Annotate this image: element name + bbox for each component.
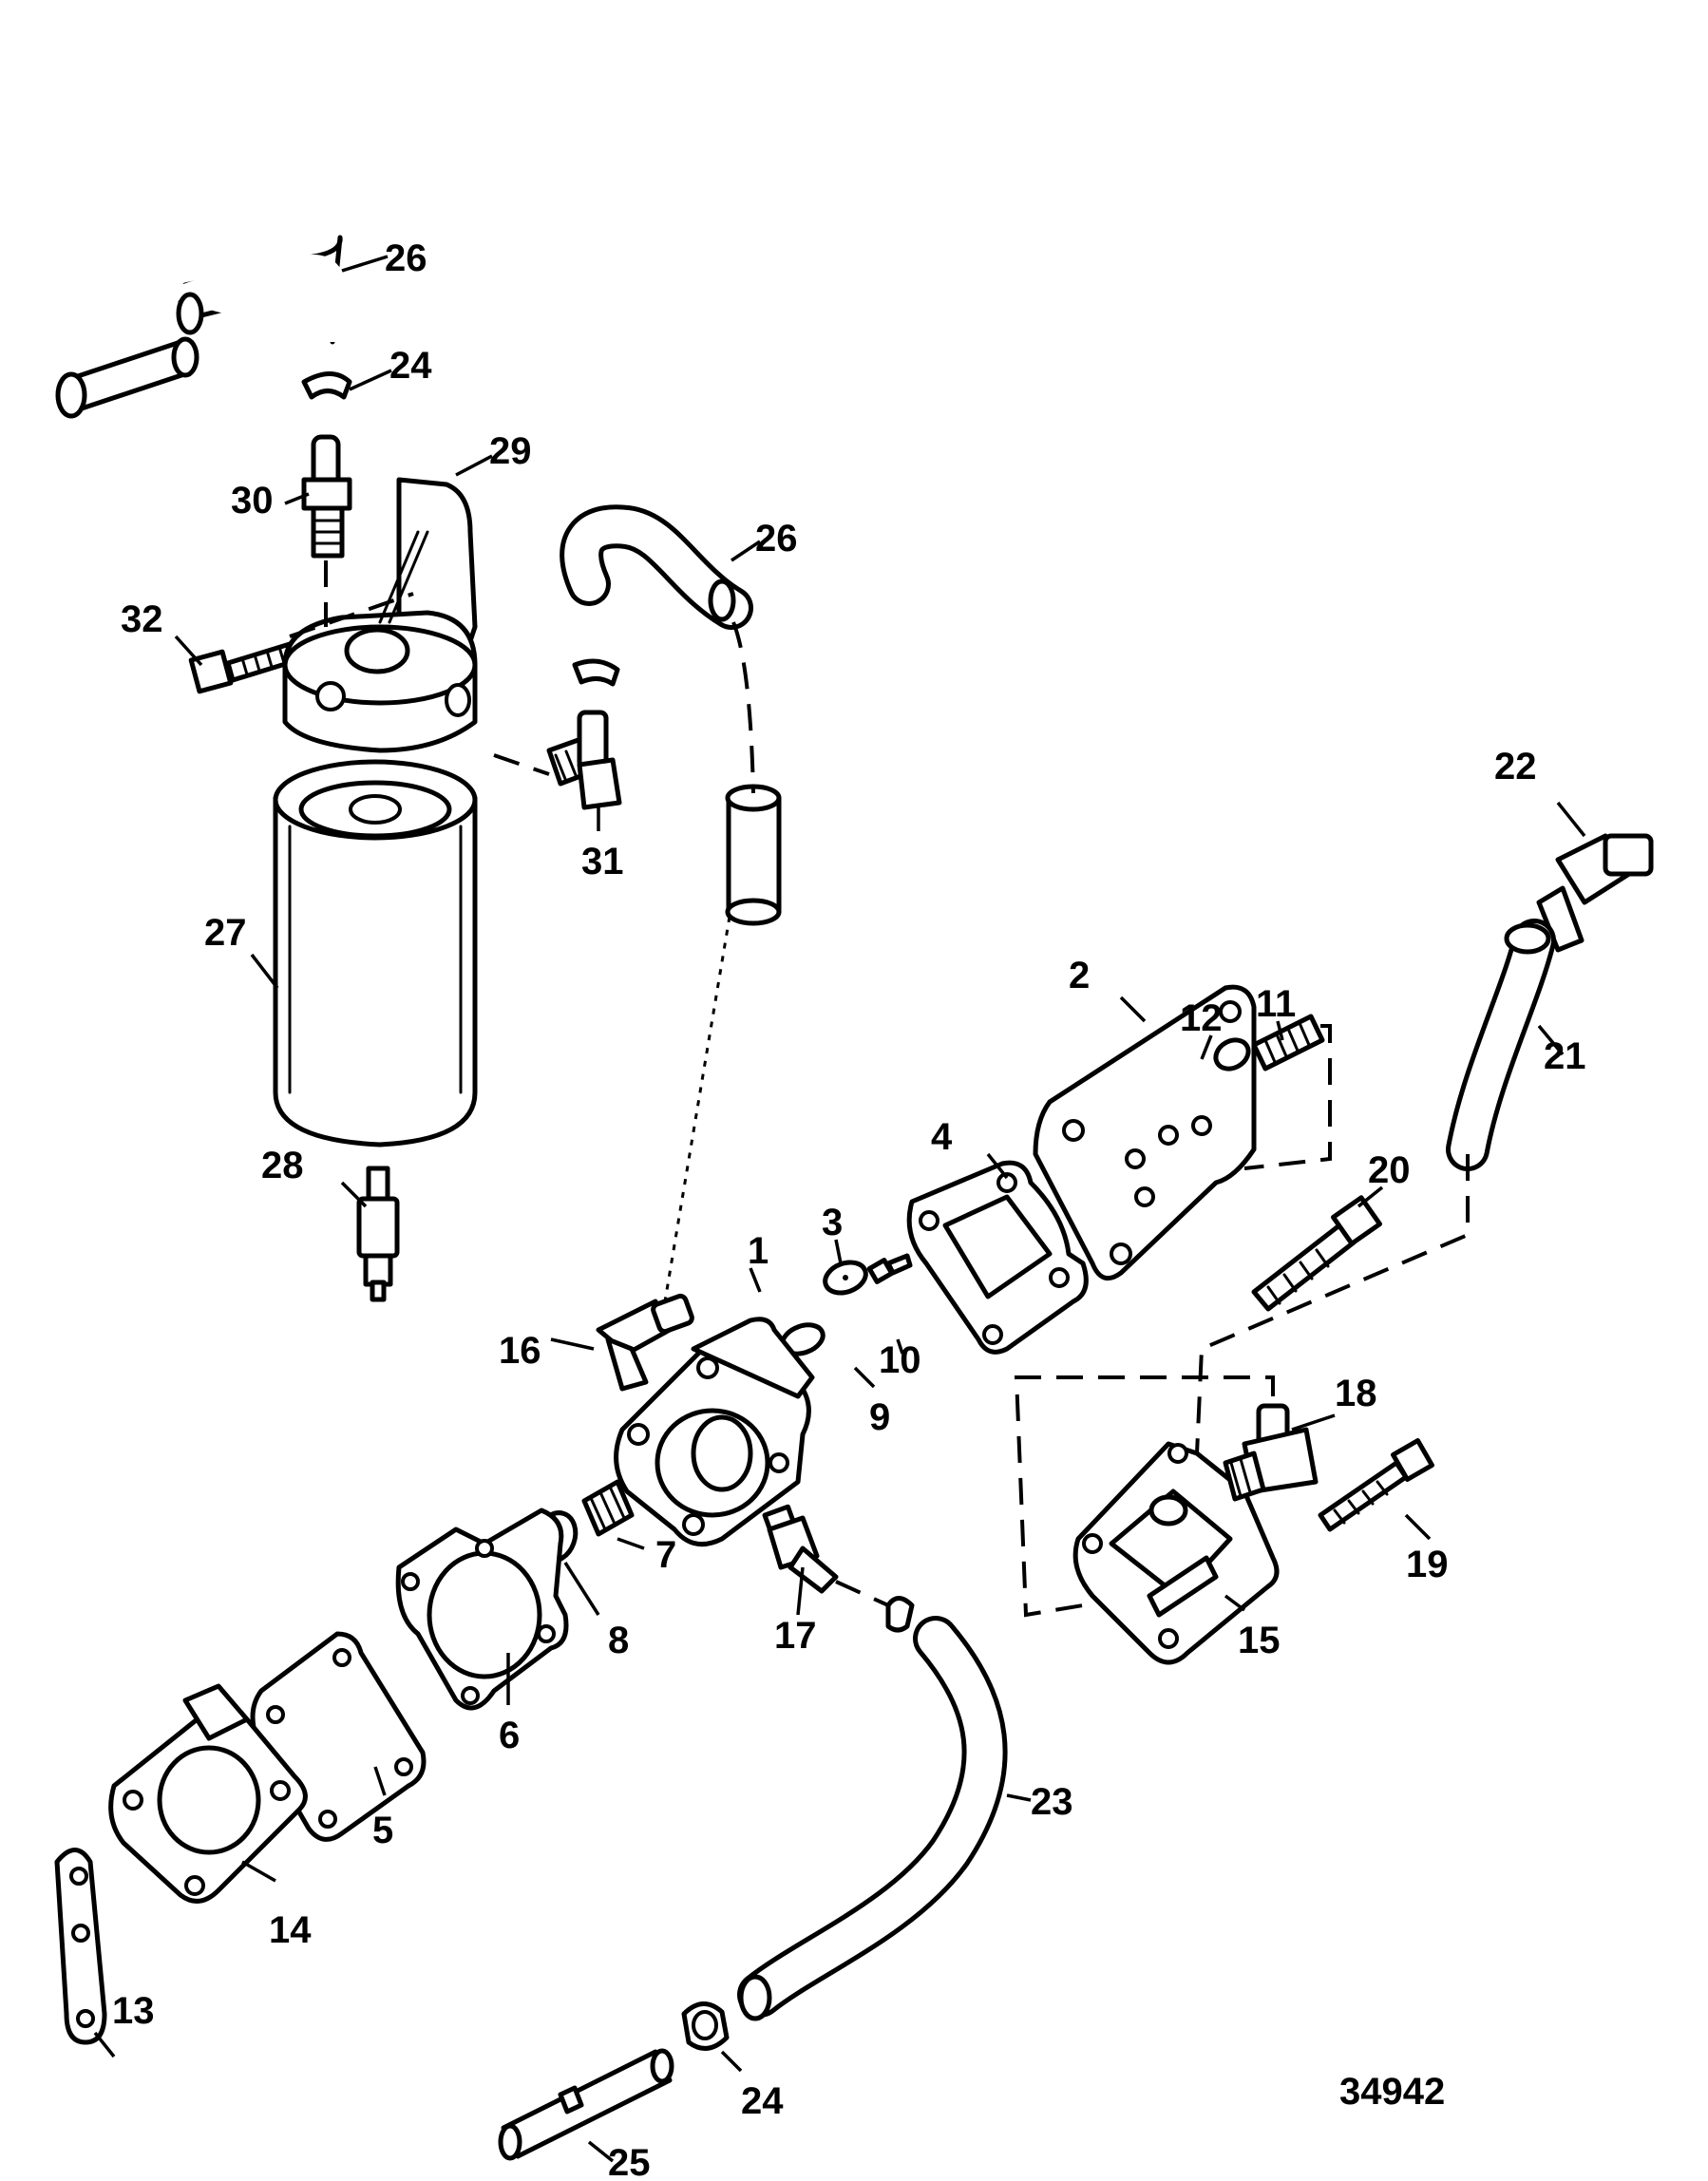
callout-18: 18: [1335, 1373, 1377, 1414]
pump-body-1: [614, 1317, 815, 1547]
callout-21: 21: [1544, 1035, 1586, 1077]
callout-11: 11: [1256, 983, 1296, 1025]
screw-10: [866, 1253, 913, 1284]
callout-28: 28: [261, 1145, 304, 1186]
callout-5: 5: [372, 1810, 393, 1851]
hose-21: [1446, 919, 1556, 1171]
callout-29: 29: [489, 430, 532, 472]
clamp-small: [885, 1596, 915, 1633]
leader-lines: [93, 255, 1586, 2163]
callout-12: 12: [1180, 997, 1223, 1039]
callout-labels: 26 24 29 30 32 31 27 28 26 22 21 2 12 11…: [112, 237, 1586, 2181]
callout-7: 7: [655, 1534, 676, 1576]
callout-2: 2: [1069, 955, 1090, 996]
callout-10: 10: [879, 1339, 921, 1381]
screw-19: [1318, 1438, 1434, 1532]
hose-26-middle: [560, 504, 753, 687]
gasket-4: [906, 1160, 1089, 1355]
washer-3: [823, 1260, 868, 1296]
callout-27: 27: [204, 912, 247, 954]
callout-3: 3: [822, 1202, 843, 1243]
gasket-13: [54, 1848, 107, 2045]
callout-16: 16: [499, 1330, 541, 1372]
callout-31: 31: [581, 841, 624, 882]
callout-9: 9: [869, 1396, 890, 1438]
fuel-filter-27: [273, 759, 478, 1147]
callout-8: 8: [608, 1620, 629, 1661]
gasket-2: [1033, 984, 1257, 1281]
callout-14: 14: [269, 1909, 312, 1951]
elbow-fitting-16: [596, 1293, 694, 1392]
hose-26-top: [55, 235, 350, 419]
assembly-guide-lines: [289, 560, 1470, 1618]
gasket-6: [395, 1508, 569, 1711]
callout-13: 13: [112, 1990, 155, 2032]
callout-30: 30: [231, 480, 274, 522]
clamp-24-top: [301, 371, 352, 400]
elbow-fitting-18: [1223, 1403, 1319, 1502]
elbow-fitting-31: [546, 710, 622, 810]
bolt-32: [188, 641, 297, 694]
callout-22: 22: [1494, 746, 1537, 787]
elbow-fitting-22: [1536, 833, 1654, 953]
callout-15: 15: [1238, 1620, 1281, 1661]
callout-17: 17: [774, 1615, 817, 1657]
callout-26a: 26: [385, 237, 427, 279]
callout-32: 32: [121, 598, 163, 640]
fitting-30: [301, 434, 352, 559]
fitting-17: [762, 1504, 839, 1594]
hose-segment: [725, 784, 782, 926]
pump-cover-15: [1072, 1441, 1280, 1665]
callout-24a: 24: [389, 345, 432, 387]
callout-24b: 24: [741, 2080, 784, 2122]
diagram-reference-number: 34942: [1339, 2071, 1445, 2113]
callout-26b: 26: [755, 518, 798, 559]
check-valve-12: [1213, 1037, 1251, 1072]
callout-19: 19: [1406, 1544, 1449, 1585]
pump-cover-14: [108, 1683, 308, 1904]
callout-6: 6: [499, 1715, 520, 1756]
callout-4: 4: [931, 1116, 953, 1158]
hose-23: [737, 1616, 1008, 2021]
spring-11: [1251, 1014, 1325, 1072]
clamp-24-bottom: [681, 2001, 730, 2051]
drain-plug-28: [356, 1166, 400, 1302]
callout-20: 20: [1368, 1149, 1411, 1191]
spring-7: [581, 1479, 635, 1537]
filter-head-29: [282, 477, 478, 753]
callout-25: 25: [608, 2142, 651, 2181]
screw-20: [1251, 1195, 1382, 1312]
callout-23: 23: [1031, 1781, 1073, 1823]
tube-25: [498, 2048, 674, 2161]
callout-1: 1: [748, 1230, 769, 1272]
